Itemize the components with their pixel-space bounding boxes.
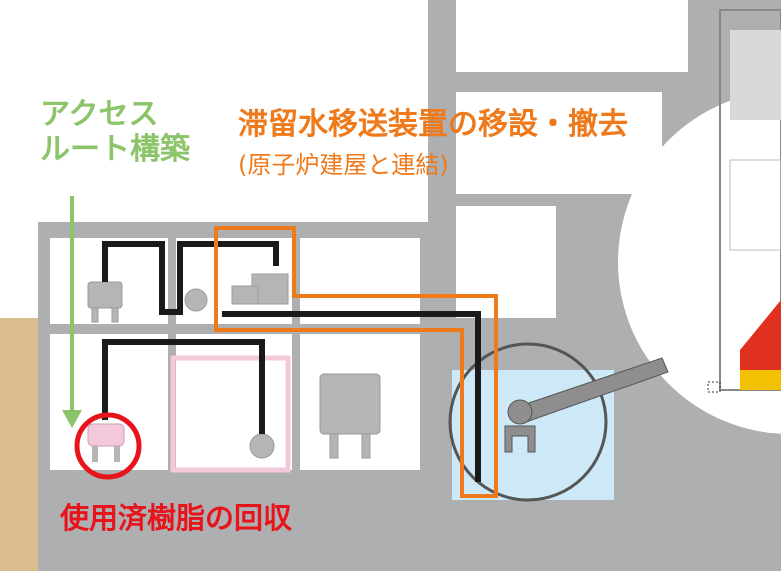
robot-arm-icon xyxy=(504,357,669,453)
resin-target-circle xyxy=(74,412,142,480)
pink-resin-tank xyxy=(87,423,125,462)
resin-recovery-label: 使用済樹脂の回収 xyxy=(60,501,293,535)
reactor-containment xyxy=(618,90,781,434)
access-route-label: アクセス ルート構築 xyxy=(40,97,190,167)
reactor-vessel-icon xyxy=(707,9,781,393)
room-grid xyxy=(50,238,420,470)
resin-tank-frame xyxy=(170,355,291,473)
ground-soil xyxy=(0,318,40,571)
transfer-equipment-label: 滞留水移送装置の移設・撤去 xyxy=(238,107,628,142)
pipe-network xyxy=(102,241,481,482)
down-arrow-icon xyxy=(62,196,82,428)
access-route-line-2: ルート構築 xyxy=(40,131,190,167)
stair-room xyxy=(456,206,556,318)
upper-room xyxy=(456,92,662,194)
access-route-line-1: アクセス xyxy=(40,97,159,132)
robot-view-circle xyxy=(448,342,608,502)
equipment xyxy=(87,273,381,459)
transfer-note-label: (原子炉建屋と連結) xyxy=(238,151,449,179)
transfer-route-outline xyxy=(214,226,498,498)
